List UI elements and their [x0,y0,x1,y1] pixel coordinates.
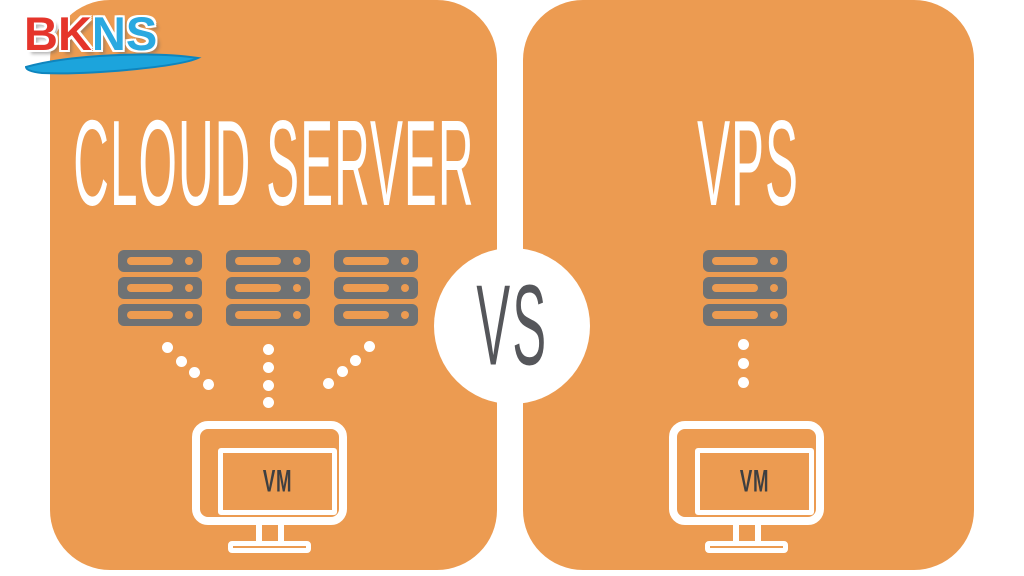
monitor-frame: VM [192,421,347,525]
vm-label: VM [739,463,770,499]
monitor-icon: VM [192,421,347,556]
server-slot-bar [127,311,173,319]
server-slot-bar [343,257,389,265]
vs-badge: VS [434,248,590,404]
server-slot-bar [343,311,389,319]
server-led-dot [293,284,301,292]
server-led-dot [770,284,778,292]
server-led-dot [401,257,409,265]
connection-dot [364,341,375,352]
server-stack-icon [226,250,310,326]
server-stack-icon [703,250,787,326]
connection-dot [337,366,348,377]
server-slot-bar [235,311,281,319]
server-slab [334,277,418,299]
server-slot-bar [712,284,758,292]
connection-dot [350,355,361,366]
server-slab [226,277,310,299]
server-slot-bar [343,284,389,292]
server-slab [226,250,310,272]
connection-dot [263,380,274,391]
server-slot-bar [235,257,281,265]
server-slab [226,304,310,326]
server-led-dot [401,311,409,319]
server-led-dot [770,257,778,265]
connection-dot [176,356,187,367]
monitor-stand-base [705,541,788,553]
server-slab [334,250,418,272]
server-led-dot [293,257,301,265]
server-slab [334,304,418,326]
cloud-server-stacks [118,250,418,326]
monitor-screen: VM [218,448,337,515]
connection-dot [263,362,274,373]
connection-dot [323,378,334,389]
connection-dot [263,397,274,408]
server-stack-icon [118,250,202,326]
vps-title: VPS [697,95,800,232]
connection-dot [263,344,274,355]
monitor-screen: VM [695,448,814,515]
server-slot-bar [127,257,173,265]
server-slab [118,277,202,299]
logo-swoosh-icon [24,53,202,75]
server-led-dot [185,257,193,265]
server-slab [118,304,202,326]
monitor-stand-neck [755,525,761,543]
monitor-stand-neck [278,525,284,543]
server-slot-bar [127,284,173,292]
brand-logo-text: BKNS [24,6,157,61]
cloud-server-title: CLOUD SERVER [72,95,475,232]
monitor-icon: VM [669,421,824,556]
vps-title-wrap: VPS [523,96,974,232]
server-slot-bar [235,284,281,292]
server-slab [118,250,202,272]
server-led-dot [185,284,193,292]
server-slab [703,304,787,326]
vm-label: VM [262,463,293,499]
server-led-dot [185,311,193,319]
brand-logo-part2: NS [91,7,158,60]
monitor-stand-neck [733,525,739,543]
server-slot-bar [712,311,758,319]
monitor-frame: VM [669,421,824,525]
server-led-dot [401,284,409,292]
connection-dot [189,367,200,378]
brand-logo: BKNS [18,4,203,76]
cloud-server-title-wrap: CLOUD SERVER [50,96,497,232]
brand-logo-part1: BK [24,7,92,60]
connection-dot [203,379,214,390]
server-stack-icon [334,250,418,326]
vps-stack [703,250,787,326]
server-led-dot [293,311,301,319]
connection-dot [738,358,749,369]
monitor-stand-base [228,541,311,553]
server-slab [703,250,787,272]
connection-dot [738,377,749,388]
monitor-stand-neck [256,525,262,543]
server-led-dot [770,311,778,319]
vs-label: VS [476,262,548,389]
connection-dot [738,339,749,350]
server-slab [703,277,787,299]
connection-dot [162,342,173,353]
server-slot-bar [712,257,758,265]
